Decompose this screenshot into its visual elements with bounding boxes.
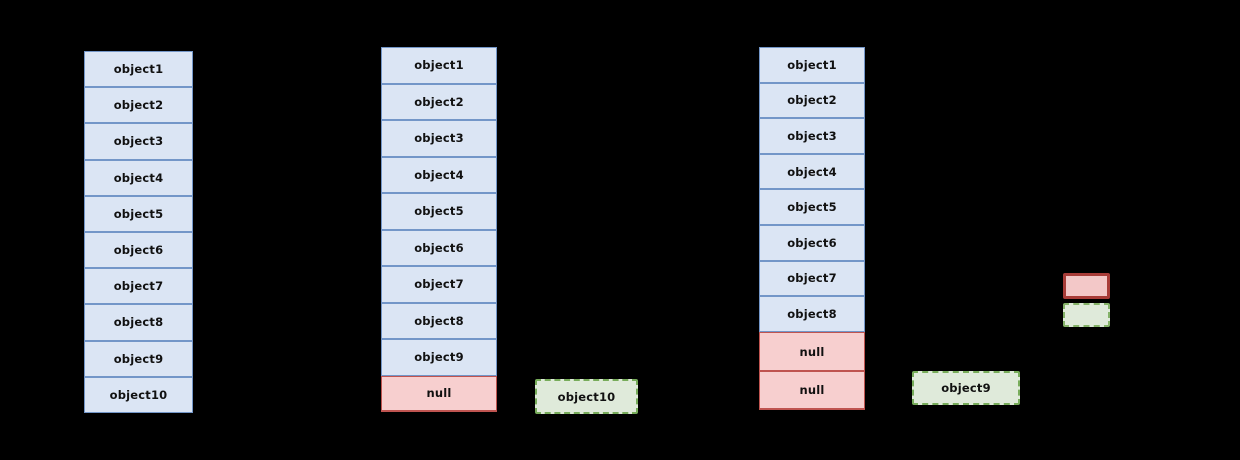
stack-cell[interactable]: object4 [759,153,865,190]
stack-cell[interactable]: object7 [381,266,497,303]
stack-cell[interactable]: object5 [759,189,865,225]
stack-cell[interactable]: object6 [381,229,497,266]
stack-cell[interactable]: object6 [84,231,193,269]
stack-cell[interactable]: object9 [381,339,497,376]
stack-cell[interactable]: object8 [759,296,865,332]
stack-cell-null[interactable]: null [381,375,497,412]
stack-cell[interactable]: object9 [84,340,193,377]
stack-cell[interactable]: object1 [84,51,193,88]
stack-cell[interactable]: object7 [759,260,865,297]
stack-cell[interactable]: object2 [381,83,497,120]
stack-state-1: object1 object2 object3 object4 object5 … [84,51,193,413]
legend-chip-popped[interactable] [1063,303,1110,327]
stack-state-2: object1 object2 object3 object4 object5 … [381,47,497,412]
stack-cell[interactable]: object2 [759,82,865,119]
stack-cell[interactable]: object2 [84,87,193,124]
stack-cell[interactable]: object7 [84,268,193,305]
stack-cell[interactable]: object3 [84,123,193,160]
detached-object-box[interactable]: object9 [912,371,1020,405]
stack-cell[interactable]: object5 [84,195,193,232]
stack-cell[interactable]: object1 [759,47,865,83]
stack-cell[interactable]: object3 [381,120,497,157]
stack-cell[interactable]: object10 [84,376,193,413]
stack-cell[interactable]: object4 [381,156,497,193]
stack-cell[interactable]: object6 [759,224,865,261]
stack-cell[interactable]: object4 [84,159,193,196]
stack-cell[interactable]: object1 [381,47,497,84]
stack-cell-null[interactable]: null [759,371,865,410]
legend-chip-removed[interactable] [1063,273,1110,299]
stack-cell-null[interactable]: null [759,331,865,372]
stack-cell[interactable]: object8 [84,304,193,341]
stack-cell[interactable]: object5 [381,193,497,230]
stack-cell[interactable]: object3 [759,118,865,154]
stack-cell[interactable]: object8 [381,302,497,339]
detached-object-box[interactable]: object10 [535,379,638,414]
stack-state-3: object1 object2 object3 object4 object5 … [759,47,865,410]
